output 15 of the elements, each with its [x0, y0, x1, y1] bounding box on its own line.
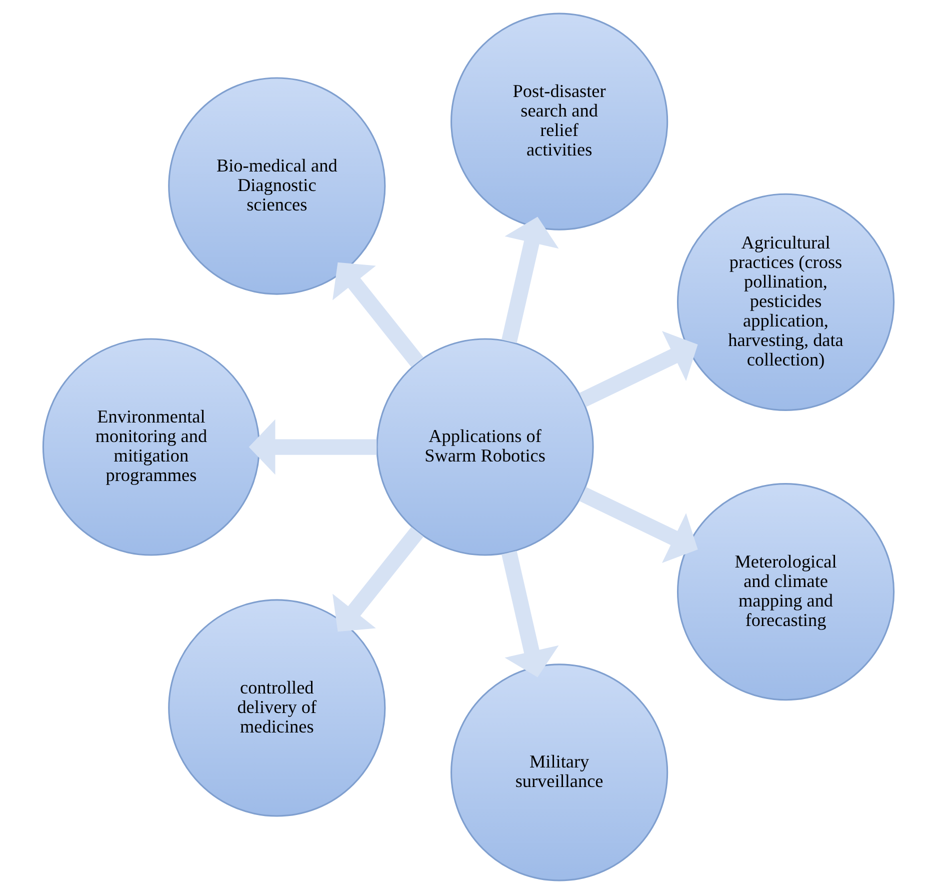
node-circle: Agricultural practices (cross pollination, pesticides application, harvesting, data collection)	[676, 193, 894, 411]
arrow	[578, 331, 698, 408]
arrow	[501, 550, 558, 678]
node-circle: Applications of Swarm Robotics	[376, 338, 594, 556]
node-circle: Military surveillance	[450, 664, 668, 882]
arrow	[332, 526, 424, 632]
node-circle: Meterological and climate mapping and forecasting	[676, 483, 894, 701]
node-circle: Environmental monitoring and mitigation programmes	[42, 338, 260, 556]
arrow	[578, 487, 698, 564]
arrow	[332, 262, 424, 368]
arrow	[248, 419, 376, 475]
node-circle: Bio-medical and Diagnostic sciences	[168, 77, 386, 295]
node-circle: Post-disaster search and relief activities	[450, 12, 668, 230]
node-circle: controlled delivery of medicines	[168, 599, 386, 817]
arrow	[501, 216, 558, 344]
